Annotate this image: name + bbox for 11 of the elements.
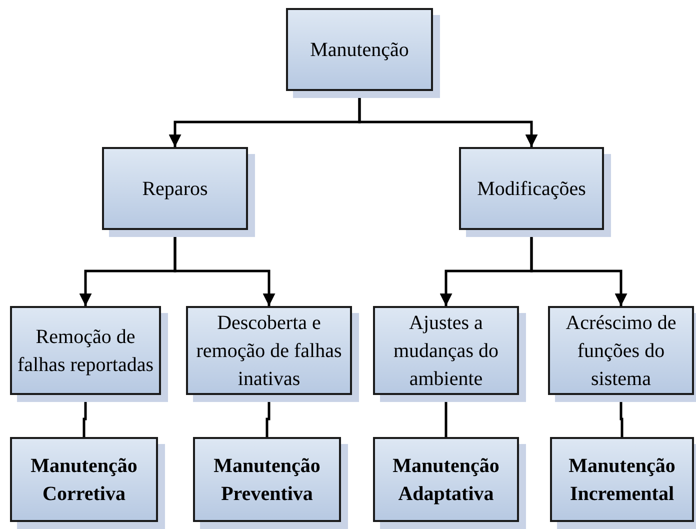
box-label: Reparos <box>142 176 208 202</box>
box-label: Remoção de falhas reportadas <box>16 324 155 378</box>
box-label: Modificações <box>477 176 586 202</box>
box-label: Manutenção Incremental <box>568 454 676 506</box>
box-label: Manutenção Corretiva <box>30 454 138 506</box>
box-label: Descoberta e remoção de falhas inativas <box>195 310 343 392</box>
box-label: Ajustes a mudanças do ambiente <box>392 310 500 392</box>
box-label: Manutenção <box>310 38 409 62</box>
box-label: Manutenção Preventiva <box>212 454 322 506</box>
box-label: Manutenção Adaptativa <box>392 454 500 506</box>
box-label: Acréscimo de funções do sistema <box>564 310 678 392</box>
